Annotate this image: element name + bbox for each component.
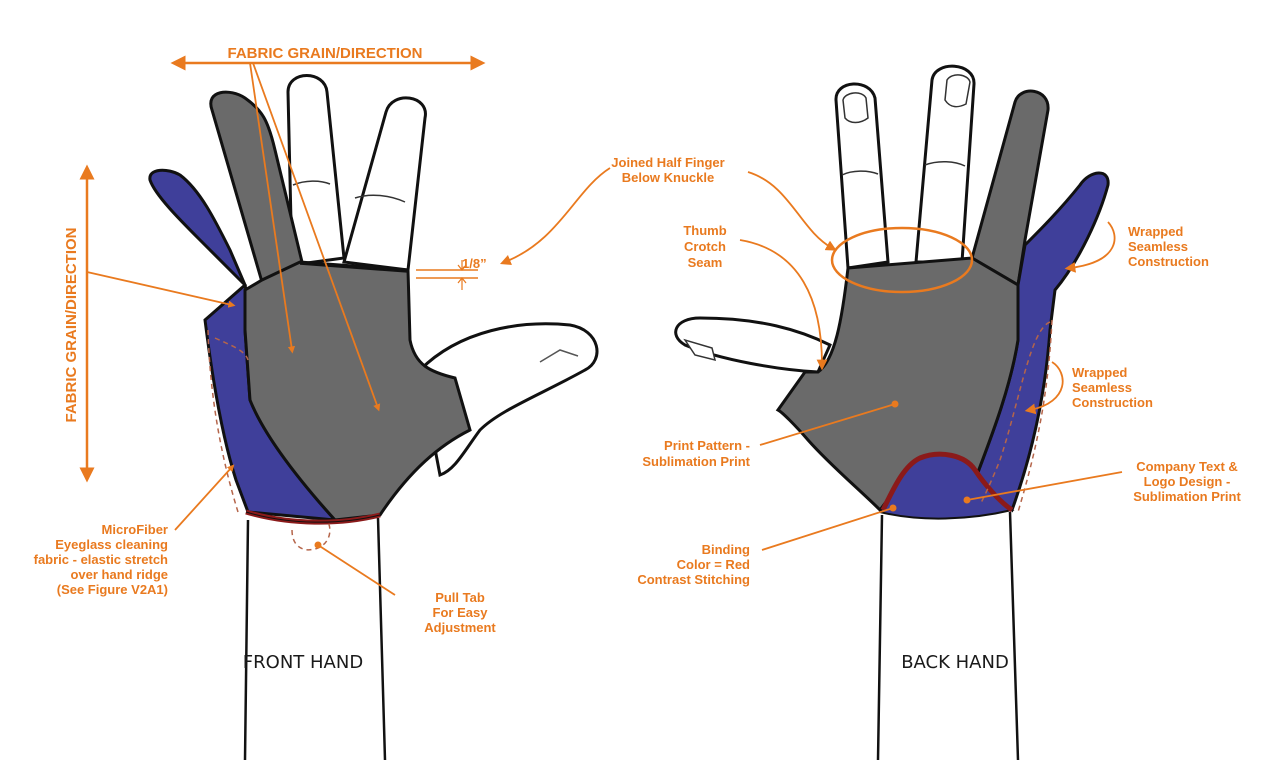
thumb-crotch-label: Thumb Crotch Seam — [683, 223, 726, 270]
back-ring-finger — [970, 89, 1050, 288]
pull-tab-line-2: For Easy — [433, 605, 489, 620]
back-hand — [674, 64, 1110, 761]
thumb-crotch-line-1: Thumb — [683, 223, 726, 238]
grain-label-vertical: FABRIC GRAIN/DIRECTION — [63, 228, 80, 423]
print-pattern-label: Print Pattern - Sublimation Print — [642, 438, 750, 469]
front-thumb — [418, 322, 599, 477]
wrapped-2-line-3: Construction — [1072, 395, 1153, 410]
back-binding — [880, 451, 1014, 513]
microfiber-line-3: fabric - elastic stretch — [34, 552, 168, 567]
pull-tab-line-3: Adjustment — [424, 620, 496, 635]
back-middle-finger — [914, 64, 976, 264]
thumb-crotch-line-2: Crotch — [684, 239, 726, 254]
back-arm — [876, 511, 1020, 761]
microfiber-line-1: MicroFiber — [102, 522, 168, 537]
joined-finger-ellipse — [830, 226, 974, 294]
front-ring-finger — [342, 96, 427, 272]
pull-tab-label: Pull Tab For Easy Adjustment — [424, 590, 496, 635]
front-callouts — [79, 55, 611, 596]
print-pattern-line-2: Sublimation Print — [642, 454, 750, 469]
joined-line-1: Joined Half Finger — [611, 155, 724, 170]
front-dashed-pulltab — [291, 521, 331, 551]
company-line-2: Logo Design - — [1144, 474, 1231, 489]
company-line-1: Company Text & — [1136, 459, 1238, 474]
back-dashed-ridge — [979, 319, 1053, 513]
binding-label: Binding Color = Red Contrast Stitching — [637, 542, 750, 587]
back-index-finger — [834, 82, 890, 270]
binding-line-1: Binding — [702, 542, 750, 557]
joined-label: Joined Half Finger Below Knuckle — [611, 155, 724, 185]
wrapped-1-line-3: Construction — [1128, 254, 1209, 269]
print-pattern-line-1: Print Pattern - — [664, 438, 750, 453]
joined-line-2: Below Knuckle — [622, 170, 714, 185]
microfiber-line-4: over hand ridge — [70, 567, 168, 582]
wrapped-2-line-2: Seamless — [1072, 380, 1132, 395]
binding-line-2: Color = Red — [677, 557, 750, 572]
front-dashed-ridge — [207, 329, 249, 513]
binding-line-3: Contrast Stitching — [637, 572, 750, 587]
dimension-label: 1/8” — [462, 256, 487, 271]
back-hand-caption: BACK HAND — [901, 652, 1009, 673]
microfiber-label: MicroFiber Eyeglass cleaning fabric - el… — [34, 522, 168, 597]
wrapped-2-line-1: Wrapped — [1072, 365, 1127, 380]
front-hand — [148, 74, 599, 761]
front-arm — [243, 517, 387, 761]
wrapped-1-line-2: Seamless — [1128, 239, 1188, 254]
pull-tab-line-1: Pull Tab — [435, 590, 485, 605]
grain-label-horizontal: FABRIC GRAIN/DIRECTION — [228, 45, 423, 62]
company-line-3: Sublimation Print — [1133, 489, 1241, 504]
wrapped-label-2: Wrapped Seamless Construction — [1072, 365, 1153, 410]
back-callouts — [739, 171, 1123, 551]
front-palm — [243, 260, 472, 522]
microfiber-line-5: (See Figure V2A1) — [57, 582, 168, 597]
front-middle-finger — [286, 74, 346, 267]
wrapped-label-1: Wrapped Seamless Construction — [1128, 224, 1209, 269]
company-label: Company Text & Logo Design - Sublimation… — [1133, 459, 1241, 504]
front-hand-caption: FRONT HAND — [243, 652, 363, 673]
microfiber-line-2: Eyeglass cleaning — [55, 537, 168, 552]
back-palm — [775, 256, 1020, 513]
thumb-crotch-line-3: Seam — [688, 255, 723, 270]
front-index-finger — [209, 90, 308, 285]
back-thumb — [674, 316, 832, 374]
wrapped-1-line-1: Wrapped — [1128, 224, 1183, 239]
dimension-marker — [416, 260, 478, 290]
